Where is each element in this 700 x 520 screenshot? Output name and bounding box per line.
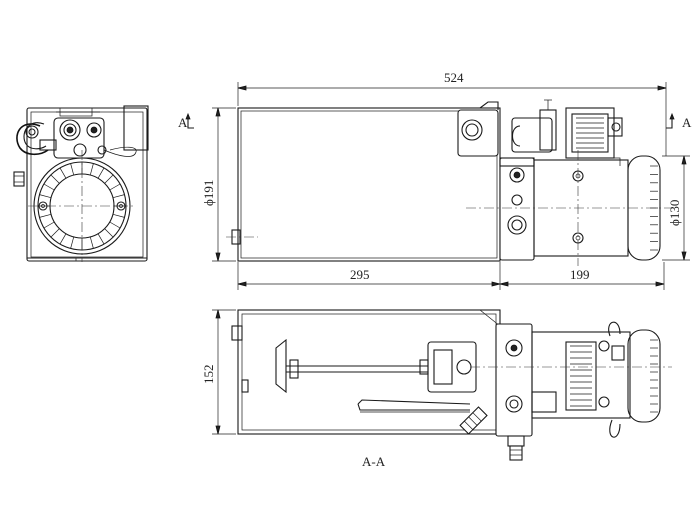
motor-fin — [109, 183, 121, 191]
dimension-tank-height: 152 — [201, 309, 236, 435]
dimension-tank-diameter: ϕ191 — [201, 107, 236, 262]
dim-191-label: ϕ191 — [201, 180, 216, 206]
dimension-motor-diameter: ϕ130 — [662, 155, 690, 261]
dim-152-label: 152 — [201, 365, 216, 385]
motor-fin — [59, 233, 67, 245]
motor-fin — [39, 194, 52, 199]
motor-fin — [50, 228, 60, 238]
motor-fin — [97, 233, 105, 245]
section-arrow-right: A — [666, 112, 692, 130]
motor-fin — [97, 167, 105, 179]
section-mark-right: A — [682, 115, 692, 130]
motor-fin — [43, 183, 55, 191]
section-label: A-A — [362, 454, 386, 469]
front-view — [226, 99, 672, 266]
section-view — [231, 309, 672, 461]
dim-295-label: 295 — [350, 267, 370, 282]
motor-fin — [70, 163, 75, 176]
motor-fin — [104, 228, 114, 238]
motor-fin — [59, 167, 67, 179]
motor-fin — [112, 213, 125, 218]
motor-fin — [50, 174, 60, 184]
section-arrow-left: A — [178, 112, 194, 130]
dimension-lengths: 295 199 — [237, 262, 665, 290]
motor-fin — [109, 221, 121, 229]
motor-fin — [104, 174, 114, 184]
end-view — [13, 105, 149, 262]
motor-fin — [70, 236, 75, 249]
motor-fin — [39, 213, 52, 218]
motor-fin — [43, 221, 55, 229]
section-mark-left: A — [178, 115, 188, 130]
dim-199-label: 199 — [570, 267, 590, 282]
dim-524-label: 524 — [444, 70, 464, 85]
motor-fin — [89, 163, 94, 176]
motor-fin — [112, 194, 125, 199]
dimension-overall: 524 — [237, 70, 667, 156]
motor-fin — [89, 236, 94, 249]
dim-130-label: ϕ130 — [667, 200, 682, 226]
